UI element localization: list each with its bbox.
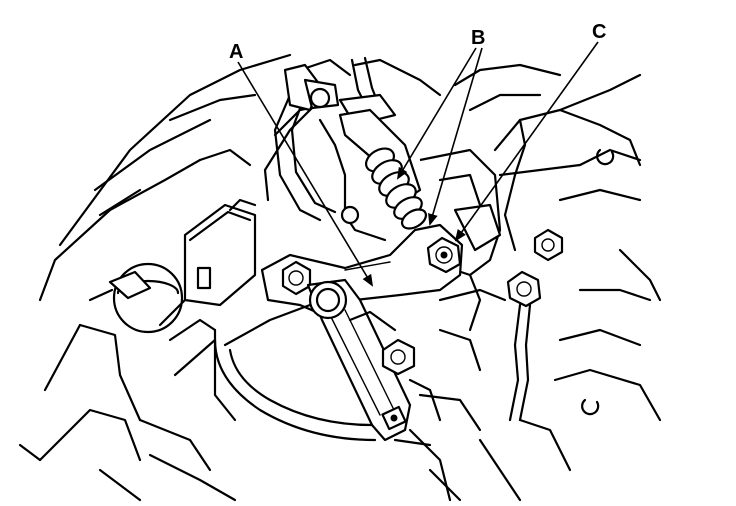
bolt-right-top [533,228,564,262]
leader-a [237,61,374,287]
ground-bolt [506,270,542,422]
lower-cover [213,303,442,447]
cable-boot [364,147,428,230]
cable-end-mount [419,148,502,332]
bracket-bolt-c [426,236,462,274]
lower-bolt [381,338,416,376]
callout-label-b: B [471,27,485,49]
callout-label-c: C [592,21,606,43]
leader-b-1 [396,47,477,180]
shift-lever [306,278,412,442]
leader-c [454,41,599,242]
leader-b-2 [428,47,483,226]
shift-cable [273,56,428,242]
callout-label-a: A [229,41,243,63]
bracket-bolt-left [281,260,312,296]
transmission-housing [18,53,662,502]
leader-lines [237,41,599,287]
